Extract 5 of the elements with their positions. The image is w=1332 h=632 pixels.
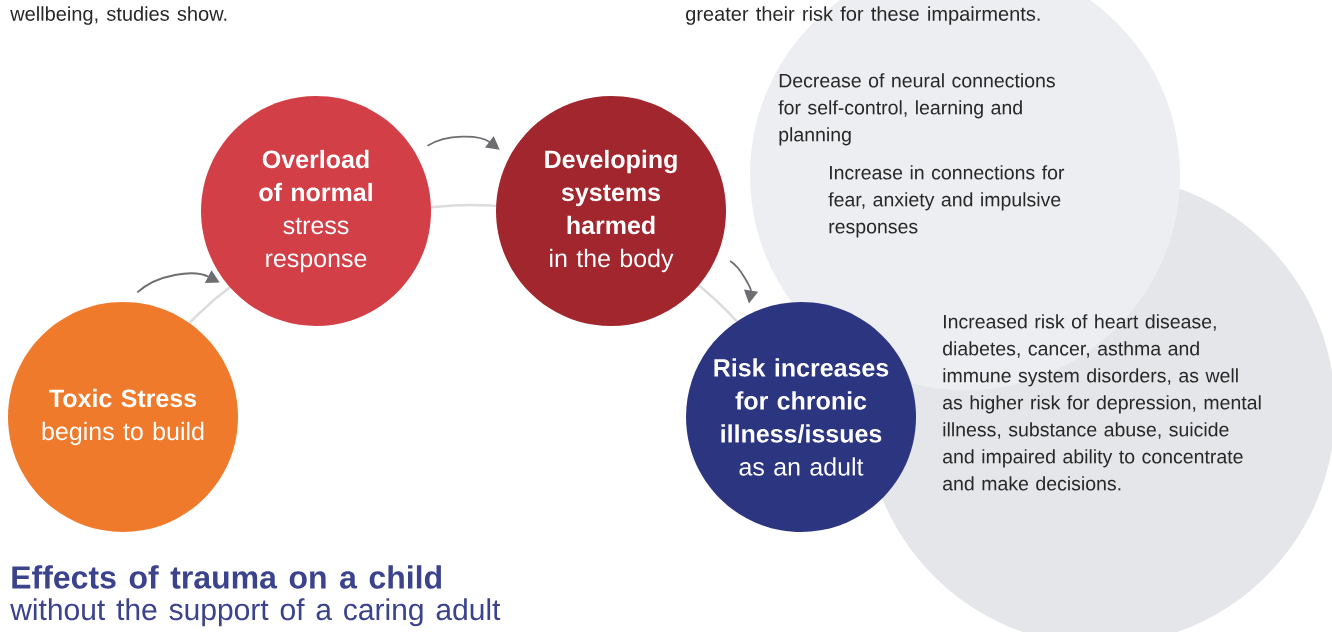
note-text: wellbeing, studies show. — [10, 6, 227, 25]
note-text: greater their risk for these impairments. — [686, 6, 1040, 25]
title: Effects of trauma on a child — [12, 565, 441, 589]
arrow — [426, 135, 500, 150]
subtitle: without the support of a caring adult — [10, 598, 501, 627]
